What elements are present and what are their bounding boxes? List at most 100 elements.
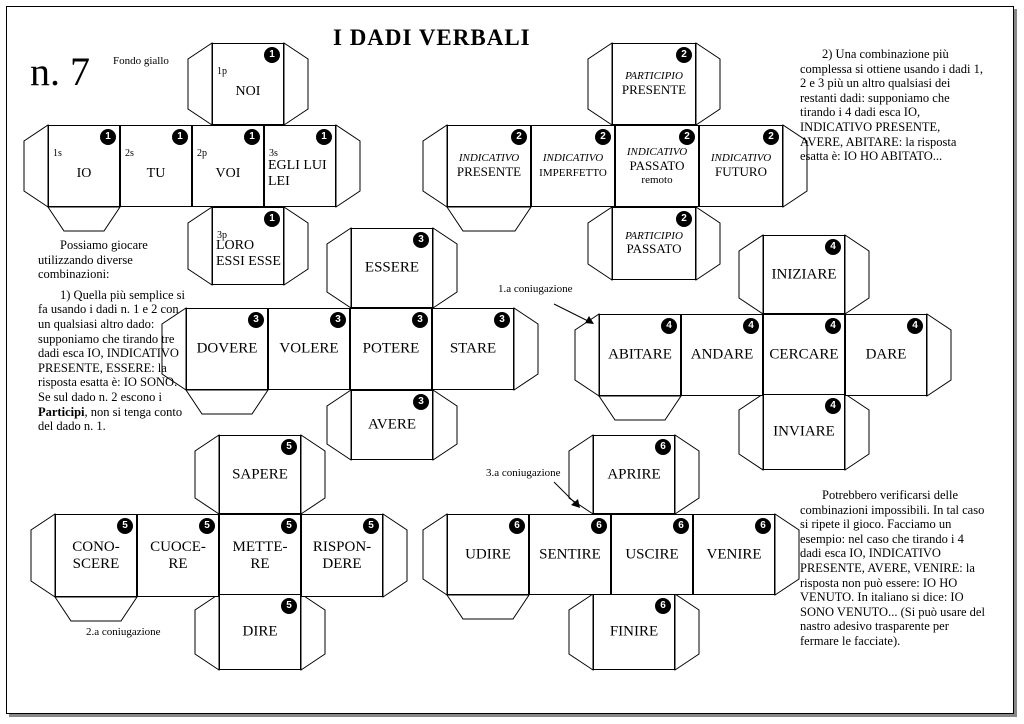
face-label: IO — [49, 166, 119, 182]
die2-flap-right — [782, 124, 808, 208]
face-label: LORO ESSI ESSE — [216, 238, 283, 270]
face-text: VOI — [215, 165, 241, 181]
face-text: TU — [146, 165, 166, 181]
rule-one-text: 1) Quella più semplice si fa usando i da… — [38, 288, 188, 434]
face-label: EGLI LUI LEI — [268, 158, 335, 190]
face-label: STARE — [449, 340, 497, 357]
face-label: ABITARE — [608, 346, 672, 363]
die-number-badge: 5 — [281, 518, 297, 534]
die1-flap-under-first — [47, 206, 121, 232]
die-number-badge: 6 — [509, 518, 525, 534]
verb-tense: FUTURO — [714, 163, 767, 179]
face-label: CONO- SCERE — [72, 538, 120, 572]
instructions-rule-three: Potrebbero verificarsi delle combinazion… — [800, 488, 985, 649]
face-label: USCIRE — [625, 545, 679, 562]
verb-mode: INDICATIVO — [710, 152, 772, 165]
background-note: Fondo giallo — [113, 55, 169, 67]
die1-flap-bottom-left — [187, 206, 213, 286]
die4-flap-top-right — [844, 234, 870, 315]
verb-tense: PASSATO — [629, 157, 685, 173]
die5-flap-top-left — [194, 434, 220, 515]
die-number-badge: 2 — [676, 211, 692, 227]
die-number-badge: 3 — [413, 394, 429, 410]
die4-flap-bottom-left — [738, 393, 764, 471]
die1-flap-right — [335, 124, 361, 208]
die-number-badge: 5 — [281, 439, 297, 455]
die-number-badge: 6 — [591, 518, 607, 534]
die3-flap-bottom-right — [432, 389, 458, 461]
verb-tense: IMPERFETTO — [539, 166, 607, 179]
die4-flap-top-left — [738, 234, 764, 315]
die3-flap-right — [513, 307, 539, 391]
die6-flap-right — [774, 513, 800, 596]
die5-flap-top-right — [300, 434, 326, 515]
verb-mode: INDICATIVO — [626, 145, 688, 158]
face-label: INIZIARE — [771, 265, 837, 282]
die1-flap-top-left — [187, 42, 213, 126]
verb-tense: PASSATO — [626, 241, 682, 257]
face-label: VENIRE — [706, 545, 762, 562]
instructions-intro: Possiamo giocare utilizzando diverse com… — [38, 238, 188, 434]
verb-mode: INDICATIVO — [542, 152, 604, 165]
verb-mode: PARTICIPIO — [625, 229, 683, 242]
die3-flap-top-right — [432, 227, 458, 309]
face-label: APRIRE — [607, 465, 661, 482]
die-number-badge: 5 — [117, 518, 133, 534]
page-title: I DADI VERBALI — [333, 25, 531, 50]
tense-extra: remoto — [641, 173, 673, 186]
face-label: CUOCE- RE — [150, 538, 206, 572]
die6-flap-bottom-right — [674, 593, 700, 671]
die-number-badge: 3 — [330, 312, 346, 328]
face-label: ESSERE — [364, 259, 420, 276]
face-label: TU — [121, 166, 191, 182]
die-number-badge: 4 — [743, 318, 759, 334]
die5-flap-left — [30, 513, 56, 598]
face-label: ANDARE — [690, 346, 754, 363]
face-label: FINIRE — [609, 623, 659, 640]
face-label: DOVERE — [196, 340, 258, 357]
die6-flap-under-first — [446, 594, 530, 620]
face-label: SENTIRE — [539, 545, 601, 562]
die2-flap-left — [422, 124, 448, 208]
die2-flap-bottom-right — [695, 206, 721, 281]
face-label: CERCARE — [769, 346, 839, 363]
die-number-badge: 1 — [172, 129, 188, 145]
rule-one-part-a: 1) Quella più semplice si fa usando i da… — [38, 287, 185, 404]
page-frame — [6, 6, 1014, 714]
die2-flap-top-left — [587, 42, 613, 126]
face-label: DARE — [865, 346, 907, 363]
die5-flap-right — [382, 513, 408, 598]
die-number-badge: 3 — [413, 232, 429, 248]
die6-flap-top-right — [674, 434, 700, 515]
die1-flap-bottom-right — [283, 206, 309, 286]
die-number-badge: 1 — [264, 211, 280, 227]
face-label: UDIRE — [465, 545, 511, 562]
rule-two-text: 2) Una combinazione più complessa si ott… — [800, 47, 983, 164]
die-number-badge: 2 — [679, 129, 695, 145]
die2-flap-bottom-left — [587, 206, 613, 281]
die3-flap-under-first — [185, 389, 269, 415]
die5-flap-bottom-right — [300, 593, 326, 671]
face-label: AVERE — [367, 416, 417, 433]
intro-text: Possiamo giocare utilizzando diverse com… — [38, 238, 148, 282]
die-number-badge: 5 — [363, 518, 379, 534]
